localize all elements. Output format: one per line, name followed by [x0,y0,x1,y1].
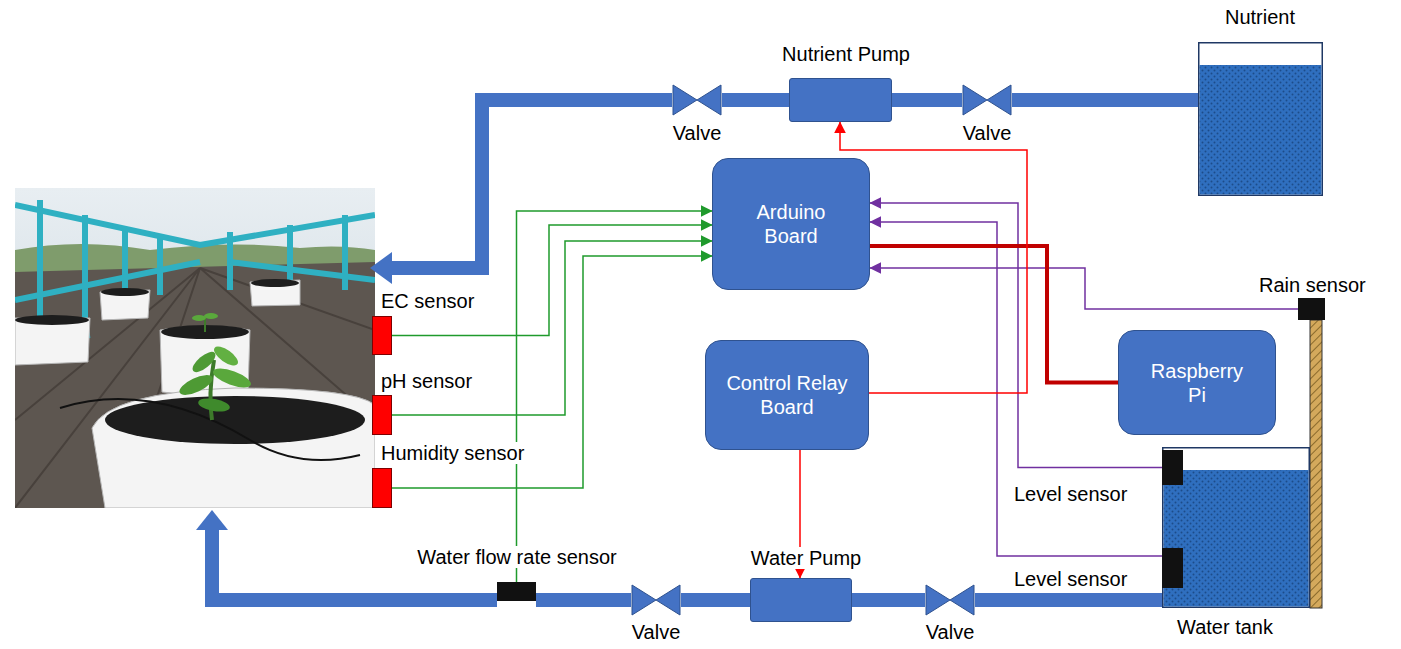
tank-shape [1198,42,1323,196]
pipe [892,93,962,107]
sensor-box: Humidity sensor [372,468,392,508]
valve-half [926,585,950,615]
node-label: EC sensor [379,290,476,312]
valve-half [673,85,697,115]
signal-wire [870,268,1298,309]
pipe [536,593,631,607]
nutrient-tank: Nutrient [1198,42,1323,196]
valve-shape [925,584,975,616]
node-label: Level sensor [1012,483,1129,505]
node-label: Valve [630,621,683,643]
valve-symbol: Valve [672,84,722,116]
relay-box: Control Relay Board [705,340,869,450]
tank-shape [1162,447,1310,608]
photo-plant [177,313,253,420]
node-label: Nutrient [1223,6,1297,28]
signal-wire [517,211,713,582]
box-label: Raspberry Pi [1147,359,1247,407]
data-link [870,246,1118,383]
tank-liquid [1200,65,1322,195]
valve-shape [631,584,681,616]
tank-outline [1199,43,1323,196]
node-label: Water tank [1175,616,1275,638]
node-label: Humidity sensor [379,442,526,464]
photo-frames [15,200,375,345]
node-label: Rain sensor [1257,274,1368,296]
valve-half [987,85,1011,115]
valve-half [697,85,721,115]
box-label: Arduino Board [744,200,839,248]
node-label: Valve [671,122,724,144]
controller-box: Arduino Board [712,158,870,290]
node-label: Nutrient Pump [780,43,912,65]
node-label: Level sensor [1012,568,1129,590]
valve-half [656,585,680,615]
pipe-arrowhead [370,252,392,284]
sensor-box: EC sensor [372,316,392,355]
node-label: Water Pump [749,547,863,569]
level-sensor: Level sensor [1162,450,1183,485]
level-sensor: Level sensor [1162,548,1183,588]
valve-shape [672,84,722,116]
pipe [975,593,1162,607]
node-label: pH sensor [379,370,474,392]
rain-sensor-pole [1310,320,1322,608]
flow-sensor: Water flow rate sensor [497,582,536,601]
pump-box: Nutrient Pump [789,78,892,122]
pipe [681,593,750,607]
node-label: Water flow rate sensor [415,546,618,568]
photo-sky [15,188,375,508]
nutrient-pipe [392,100,672,268]
tank-outline [1163,448,1310,608]
pipe [1012,93,1198,107]
photo-sheeting [15,268,375,508]
pipe [722,93,789,107]
sensor-box: pH sensor [372,395,392,435]
valve-symbol: Valve [925,584,975,616]
photo-grow-bags [15,280,375,508]
node-label: Valve [924,621,977,643]
valve-half [963,85,987,115]
node-label: Valve [961,122,1014,144]
pump-box: Water Pump [750,578,852,622]
pipe [852,593,925,607]
valve-symbol: Valve [962,84,1012,116]
rain-sensor: Rain sensor [1298,298,1325,320]
greenhouse-photo [15,188,375,508]
water-tank: Water tank [1162,447,1310,608]
computer-box: Raspberry Pi [1118,330,1276,435]
photo-ground [15,262,375,508]
valve-half [632,585,656,615]
valve-shape [962,84,1012,116]
photo-soil [15,279,365,444]
box-label: Control Relay Board [717,371,857,419]
tank-liquid [1164,470,1309,607]
valve-symbol: Valve [631,584,681,616]
signal-wire [870,203,1162,468]
pipe-arrowhead [196,510,228,530]
valve-half [950,585,974,615]
